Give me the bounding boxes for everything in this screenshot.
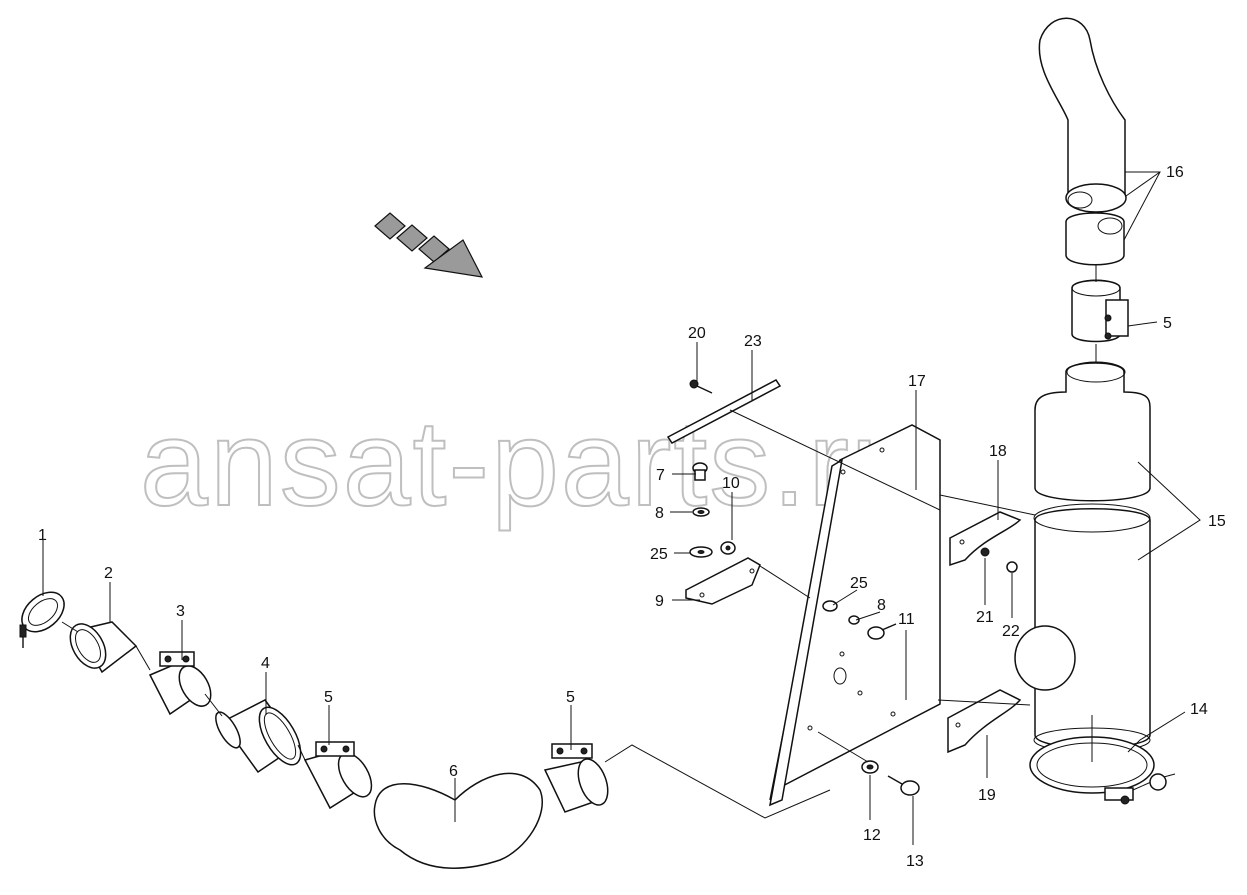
callout-4: 4 (261, 655, 270, 672)
callout-22: 22 (1002, 623, 1020, 640)
watermark-text: ansat-parts.ru (140, 395, 921, 531)
callout-7: 7 (656, 467, 665, 484)
callout-15: 15 (1208, 513, 1226, 530)
callout-19: 19 (978, 787, 996, 804)
leader-lines (42, 171, 1201, 845)
part-12-washer (861, 760, 879, 774)
assembly-line-main (604, 744, 831, 819)
callout-25-right: 25 (850, 575, 868, 592)
part-18-saddle (939, 494, 1036, 567)
callout-2: 2 (104, 565, 113, 582)
callout-12: 12 (863, 827, 881, 844)
part-8-washer-a (692, 507, 710, 517)
part-4-pipe (215, 699, 302, 774)
part-20-bolt (689, 379, 713, 394)
part-25-washer-a (689, 546, 713, 558)
part-6-elbow (373, 772, 543, 869)
callout-6: 6 (449, 763, 458, 780)
part-21-washer (980, 547, 990, 557)
part-5-clamp-b (543, 743, 609, 813)
part-19-saddle (937, 689, 1031, 754)
part-7-bolt (692, 462, 708, 481)
part-2-sleeve (69, 621, 138, 674)
part-1-clamp (19, 591, 65, 648)
callout-11: 11 (898, 611, 915, 628)
callout-23: 23 (744, 333, 762, 350)
part-25-washer-b (822, 600, 838, 612)
part-13-bolt (887, 775, 920, 796)
part-10-nut (720, 541, 736, 555)
callout-5-middle: 5 (566, 689, 575, 706)
part-14-band-clamp (1029, 736, 1176, 805)
callout-8-left: 8 (655, 505, 664, 522)
callout-25-left: 25 (650, 546, 668, 563)
callout-10: 10 (722, 475, 740, 492)
part-5-clamp-c (1071, 279, 1129, 343)
callout-18: 18 (989, 443, 1007, 460)
part-5-clamp-a (303, 741, 373, 810)
callout-16: 16 (1166, 164, 1184, 181)
callout-5-lower-left: 5 (324, 689, 333, 706)
part-11-bolt (867, 623, 897, 640)
direction-arrow-icon (374, 212, 484, 278)
callout-9: 9 (655, 593, 664, 610)
part-9-bracket (685, 557, 811, 605)
callout-8-right: 8 (877, 597, 886, 614)
callout-21: 21 (976, 609, 994, 626)
callout-1: 1 (38, 527, 47, 544)
callout-14: 14 (1190, 701, 1208, 718)
callout-17: 17 (908, 373, 926, 390)
part-3-clamp (148, 651, 212, 716)
callout-13: 13 (906, 853, 924, 870)
part-16-tail-pipe (1038, 17, 1127, 266)
callout-20: 20 (688, 325, 706, 342)
callout-5-upper: 5 (1163, 315, 1172, 332)
part-8-washer-b (848, 615, 860, 625)
part-15-muffler (1014, 361, 1151, 753)
part-22-nut (1006, 561, 1018, 573)
callout-3: 3 (176, 603, 185, 620)
